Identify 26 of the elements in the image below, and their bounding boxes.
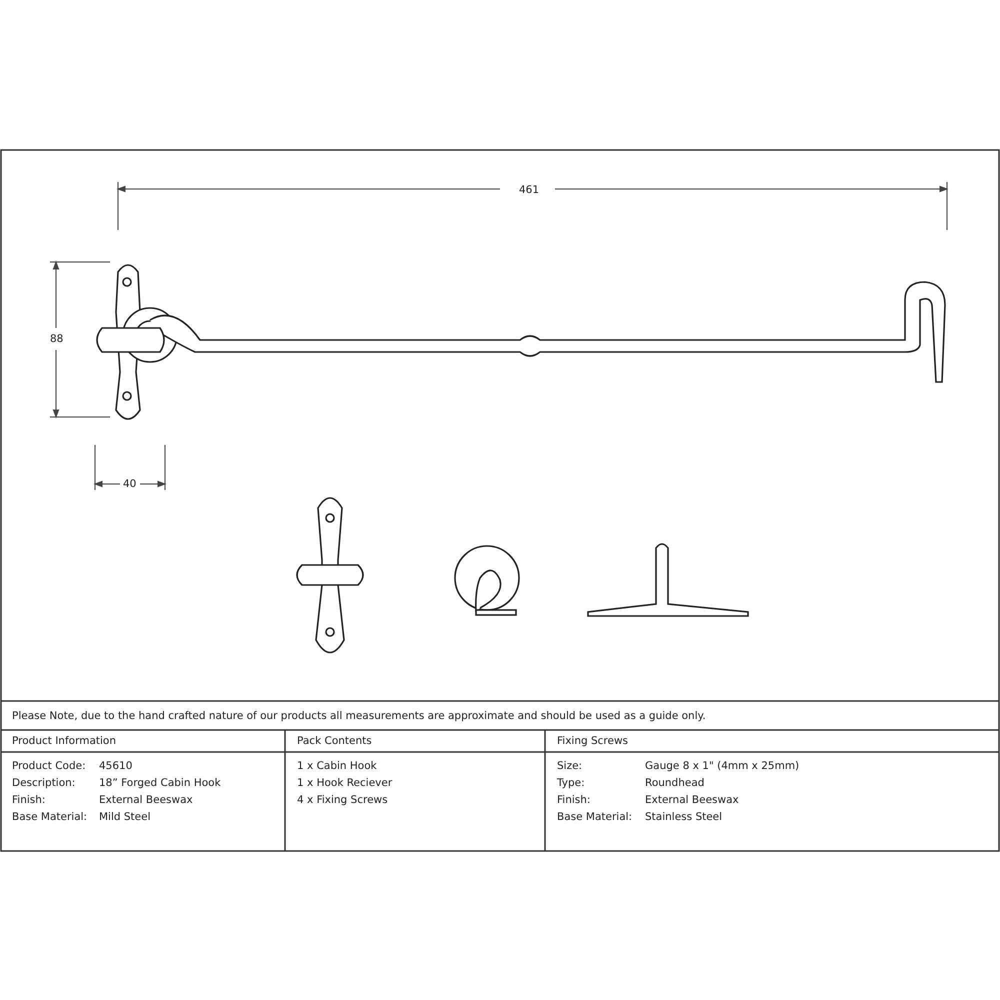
field-value: External Beeswax: [99, 793, 193, 807]
field-label: Base Material:: [557, 810, 632, 824]
field-label: Base Material:: [12, 810, 88, 824]
column-heading: Fixing Screws: [557, 734, 628, 748]
field-label: Finish:: [12, 793, 46, 807]
field-value: Stainless Steel: [645, 810, 722, 824]
column-heading: Pack Contents: [297, 734, 372, 748]
list-item: 4 x Fixing Screws: [297, 793, 388, 807]
field-label: Finish:: [557, 793, 590, 807]
field-value: Gauge 8 x 1" (4mm x 25mm): [645, 759, 800, 773]
field-label: Description:: [12, 776, 76, 790]
column-heading: Product Information: [12, 734, 116, 748]
note-text: Please Note, due to the hand crafted nature of our products all measurements are approximate and should be used as a guide only.: [12, 709, 706, 723]
field-label: Type:: [557, 776, 585, 790]
field-value: 45610: [99, 759, 132, 773]
field-value: External Beeswax: [645, 793, 739, 807]
list-item: 1 x Cabin Hook: [297, 759, 377, 773]
field-label: Product Code:: [12, 759, 86, 773]
field-value: Roundhead: [645, 776, 704, 790]
field-value: Mild Steel: [99, 810, 151, 824]
dimension-value: 40: [123, 477, 136, 491]
field-label: Size:: [557, 759, 582, 773]
dimension-value: 461: [519, 183, 540, 197]
list-item: 1 x Hook Reciever: [297, 776, 392, 790]
field-value: 18” Forged Cabin Hook: [99, 776, 221, 790]
dimension-value: 88: [50, 332, 64, 346]
